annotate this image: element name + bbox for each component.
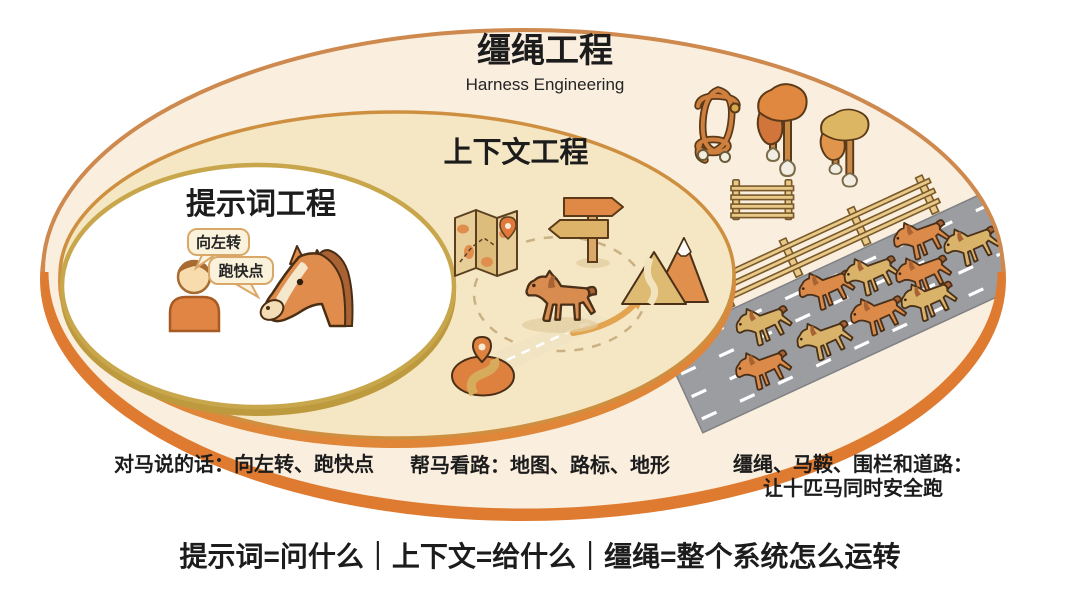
tagline: 提示词=问什么｜上下文=给什么｜缰绳=整个系统怎么运转 bbox=[179, 540, 900, 572]
prompt-zone-ellipse bbox=[59, 162, 457, 410]
mountains-icon bbox=[621, 237, 709, 306]
harness-caption-line1: 缰绳、马鞍、围栏和道路： bbox=[733, 452, 973, 476]
map-icon bbox=[454, 209, 518, 277]
terrain-icon bbox=[451, 335, 515, 397]
speech-bubble-2-text: 跑快点 bbox=[218, 262, 263, 280]
road bbox=[659, 131, 1003, 434]
context-zone-title: 上下文工程 bbox=[443, 135, 588, 169]
context-scene bbox=[451, 197, 709, 397]
speech-bubble-2: 跑快点 bbox=[208, 256, 274, 300]
horse-head-icon bbox=[259, 245, 354, 328]
signpost-icon bbox=[548, 197, 624, 268]
prompt-caption: 对马说的话：向左转、跑快点 bbox=[114, 452, 374, 476]
horse-shadow bbox=[522, 317, 598, 333]
speech-bubble-1-text: 向左转 bbox=[196, 234, 241, 252]
prompt-scene: 向左转 跑快点 bbox=[168, 228, 354, 333]
harness-zone-subtitle: Harness Engineering bbox=[466, 75, 625, 94]
context-caption: 帮马看路：地图、路标、地形 bbox=[410, 453, 670, 477]
harness-zone-title: 缰绳工程 bbox=[477, 32, 613, 70]
harness-zone-border-bottom bbox=[41, 271, 1005, 516]
bridle-icon bbox=[694, 86, 741, 164]
speech-bubble-1: 向左转 bbox=[187, 228, 250, 271]
harness-caption-line2: 让十匹马同时安全跑 bbox=[763, 476, 943, 500]
harness-equipment bbox=[694, 83, 870, 221]
fence-icon bbox=[730, 178, 795, 221]
prompt-zone-title: 提示词工程 bbox=[186, 188, 336, 221]
